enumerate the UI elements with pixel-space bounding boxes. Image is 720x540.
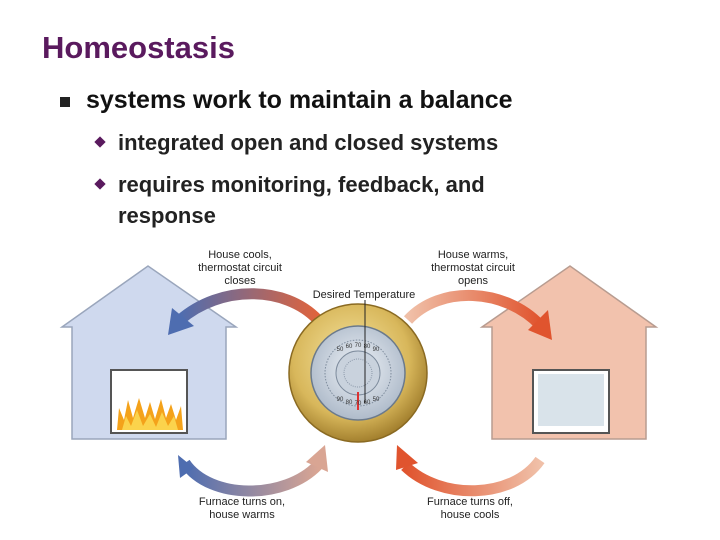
dial-top-3: 80 [364, 344, 371, 350]
dial-bottom-0: 90 [337, 397, 344, 403]
caption-bottom-right-2: house cools [441, 509, 500, 521]
slide-title: Homeostasis [42, 30, 235, 65]
caption-top-right-2: thermostat circuit [431, 262, 515, 274]
square-bullet-icon [60, 96, 70, 107]
sub-bullet-text: response [118, 203, 216, 228]
arrow-top-right [403, 289, 544, 329]
dial-bottom-2: 70 [355, 401, 362, 407]
dial-top-1: 60 [346, 344, 353, 350]
main-bullet-text: systems work to maintain a balance [86, 86, 513, 114]
caption-bottom-left-2: house warms [209, 509, 275, 521]
arrow-bottom-left [180, 459, 322, 497]
warm-house [479, 265, 659, 440]
caption-top-right-3: opens [458, 275, 488, 287]
thermostat: 50 60 70 80 90 90 80 70 60 50 [288, 300, 428, 443]
cool-house [59, 265, 239, 440]
sub-bullet-text: requires monitoring, feedback, and [118, 172, 485, 197]
dial-top-0: 50 [337, 347, 344, 353]
arrow-bottom-right [401, 456, 545, 497]
dial-top-2: 70 [355, 343, 362, 349]
main-bullet: systems work to maintain a balance [60, 86, 513, 115]
dial-bottom-3: 60 [364, 400, 371, 406]
caption-center: Desired Temperature [313, 289, 416, 301]
arrow-top-left [176, 288, 322, 325]
sub-bullet-text: integrated open and closed systems [118, 130, 499, 155]
caption-bottom-left-1: Furnace turns on, [199, 496, 285, 508]
caption-top-left-2: thermostat circuit [198, 262, 282, 274]
caption-top-left-3: closes [224, 275, 256, 287]
caption-bottom-right-1: Furnace turns off, [427, 496, 513, 508]
dial-bottom-4: 50 [373, 397, 380, 403]
dial-top-4: 90 [373, 347, 380, 353]
caption-top-left-1: House cools, [208, 249, 272, 261]
dial-bottom-1: 80 [346, 400, 353, 406]
caption-top-right-1: House warms, [438, 249, 508, 261]
